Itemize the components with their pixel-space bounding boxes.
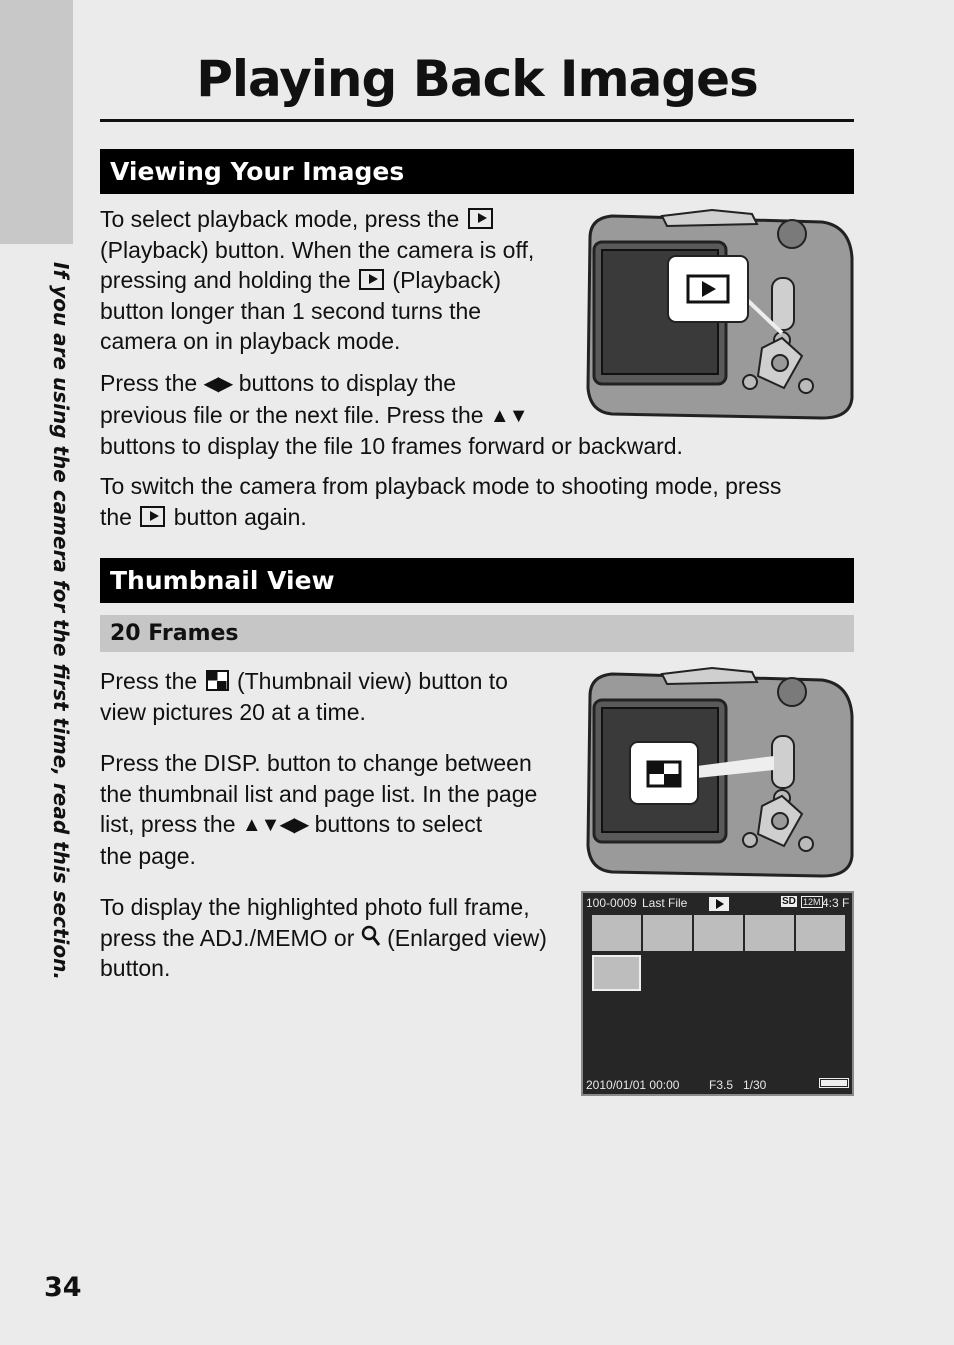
image-size-icon: 12M bbox=[801, 896, 823, 908]
up-down-arrows-icon: ▲▼ bbox=[489, 404, 529, 427]
subsection-heading-20-frames: 20 Frames bbox=[100, 615, 854, 652]
playback-button-icon bbox=[359, 269, 385, 291]
title-rule bbox=[100, 119, 854, 122]
text: the page. bbox=[100, 842, 196, 869]
date-time: 2010/01/01 00:00 bbox=[586, 1078, 680, 1092]
text: view pictures 20 at a time. bbox=[100, 698, 366, 725]
shutter-speed: 1/30 bbox=[743, 1078, 767, 1092]
text: buttons to select bbox=[314, 811, 483, 838]
text: button again. bbox=[173, 503, 307, 530]
viewing-paragraph-3: To switch the camera from playback mode … bbox=[100, 471, 840, 532]
text: press the ADJ./MEMO or bbox=[100, 924, 355, 951]
text: (Playback) bbox=[392, 267, 502, 294]
text: (Thumbnail view) button to bbox=[236, 668, 508, 694]
text: pressing and holding the bbox=[100, 267, 351, 294]
aperture: F3.5 bbox=[709, 1078, 734, 1092]
viewing-paragraph-1: To select playback mode, press the (Play… bbox=[100, 204, 570, 357]
text: To select playback mode, press the bbox=[100, 206, 460, 232]
text: the bbox=[100, 503, 132, 530]
last-file-label: Last File bbox=[642, 896, 688, 910]
chapter-tab bbox=[0, 0, 73, 244]
viewing-paragraph-2: Press the ◀▶ buttons to display the prev… bbox=[100, 368, 840, 462]
thumbnail bbox=[694, 915, 743, 951]
thumbnail-paragraph-1: Press the (Thumbnail view) button to vie… bbox=[100, 666, 570, 727]
text: (Playback) button. When the camera is of… bbox=[100, 236, 535, 263]
sd-card-icon: SD bbox=[781, 896, 797, 907]
text: Press the bbox=[100, 370, 198, 396]
playback-mode-icon bbox=[709, 897, 729, 911]
text: Press the DISP. button to change between bbox=[100, 750, 532, 776]
text: buttons to display the file 10 frames fo… bbox=[100, 433, 683, 460]
text: the thumbnail list and page list. In the… bbox=[100, 780, 538, 807]
page-number: 34 bbox=[44, 1272, 82, 1303]
text: buttons to display the bbox=[238, 370, 457, 396]
thumbnail bbox=[745, 915, 794, 951]
text: To switch the camera from playback mode … bbox=[100, 473, 782, 499]
section-heading-thumbnail: Thumbnail View bbox=[100, 558, 854, 603]
thumbnail-highlighted bbox=[592, 955, 641, 991]
playback-button-icon bbox=[140, 505, 166, 527]
text: Press the bbox=[100, 668, 198, 694]
thumbnail bbox=[643, 915, 692, 951]
thumbnail-paragraph-3: To display the highlighted photo full fr… bbox=[100, 892, 570, 984]
magnifier-icon bbox=[361, 925, 380, 946]
text: To display the highlighted photo full fr… bbox=[100, 894, 530, 920]
direction-arrows-icon: ▲▼◀▶ bbox=[241, 814, 309, 837]
camera-screen-thumbnail: 100-0009 Last File SD 12M 4:3 F 2010/01/… bbox=[581, 891, 854, 1096]
thumbnail-view-icon bbox=[205, 670, 229, 691]
thumbnail-paragraph-2: Press the DISP. button to change between… bbox=[100, 748, 570, 871]
camera-playback-illustration bbox=[586, 208, 854, 420]
file-number: 100-0009 bbox=[586, 896, 637, 910]
left-right-arrows-icon: ◀▶ bbox=[203, 373, 234, 395]
text: button. bbox=[100, 955, 171, 982]
section-heading-viewing: Viewing Your Images bbox=[100, 149, 854, 194]
playback-button-icon bbox=[467, 208, 493, 229]
text: (Enlarged view) bbox=[387, 924, 547, 951]
thumbnail bbox=[796, 915, 845, 951]
text: list, press the bbox=[100, 811, 236, 838]
page-title: Playing Back Images bbox=[196, 50, 759, 108]
text: previous file or the next file. Press th… bbox=[100, 401, 484, 428]
camera-thumbnail-illustration bbox=[586, 666, 854, 878]
text: button longer than 1 second turns the bbox=[100, 297, 482, 324]
side-note: If you are using the camera for the firs… bbox=[49, 262, 73, 980]
text: camera on in playback mode. bbox=[100, 328, 401, 355]
thumbnail bbox=[592, 915, 641, 951]
aspect-quality: 4:3 F bbox=[822, 896, 850, 910]
battery-icon bbox=[819, 1078, 849, 1088]
